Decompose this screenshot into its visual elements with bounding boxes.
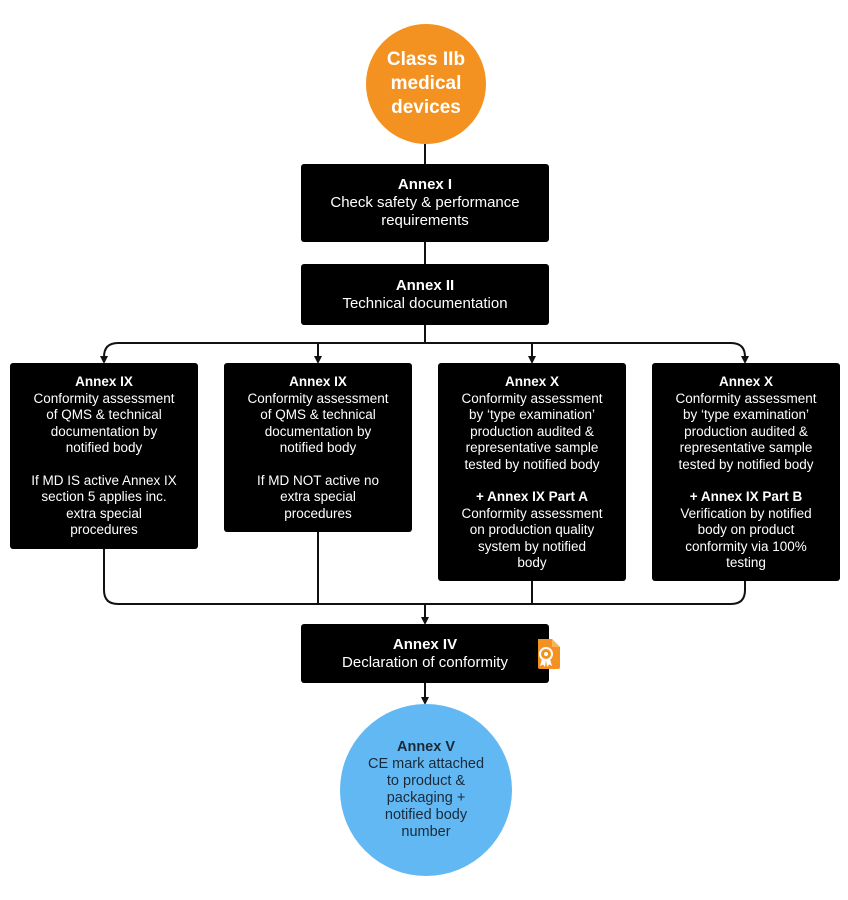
column-title: Annex IX [289,374,347,389]
annex-ix-not-active-box: Annex IX Conformity assessment of QMS & … [224,363,412,532]
start-node-class-iib: Class IIb medical devices [366,24,486,144]
column-line: documentation by [50,423,158,439]
column-line: production audited & [684,423,808,439]
column-note-line: procedures [70,522,138,537]
annex-v-line: number [401,824,451,840]
column-line: tested by notified body [464,456,600,472]
end-node-annex-v: Annex V CE mark attached to product & pa… [340,704,512,876]
annex-v-title: Annex V [396,739,455,755]
column-line: representative sample [679,440,813,455]
annex-iv-box: Annex IV Declaration of conformity [301,624,549,683]
annex-i-box: Annex I Check safety & performance requi… [301,164,549,242]
column-line: representative sample [465,440,599,455]
column-note-line: If MD NOT active no [256,472,380,488]
column-line: of QMS & technical [46,407,162,422]
certificate-document-icon [538,639,560,669]
annex-i-title: Annex I [397,176,453,193]
column-note-line: procedures [284,505,352,521]
column-line: of QMS & technical [260,407,376,422]
column-line: Conformity assessment [33,390,175,406]
annex-v-line: notified body [384,807,468,823]
annex-ii-title: Annex II [395,276,455,294]
column-note-line: extra special [280,489,356,504]
annex-v-line: packaging + [386,790,466,806]
column-note-line: extra special [66,505,142,521]
column-line: production audited & [470,423,594,439]
column-sub-line: testing [726,555,766,570]
column-line: Conformity assessment [461,390,603,406]
column-sub-line: conformity via 100% [685,538,807,554]
annex-v-line: to product & [386,773,466,789]
annex-i-line: Check safety & performance [330,194,520,211]
column-line: by ‘type examination’ [682,407,810,422]
column-line: Conformity assessment [675,390,817,406]
column-sub-line: body on product [697,522,795,537]
column-sub-title: + Annex IX Part A [476,489,588,504]
column-line: notified body [279,440,357,455]
start-line: Class IIb [386,49,466,70]
column-title: Annex IX [75,374,133,389]
column-line: Conformity assessment [247,390,389,406]
column-sub-line: system by notified [477,538,587,554]
column-line: documentation by [264,423,372,439]
column-note-line: If MD IS active Annex IX [31,472,177,488]
annex-iv-line: Declaration of conformity [342,653,508,671]
start-line: medical [390,73,462,94]
column-line: notified body [65,440,143,455]
annex-x-part-b-box: Annex X Conformity assessment by ‘type e… [652,363,840,581]
column-sub-line: Verification by notified [680,505,812,521]
column-sub-line: body [517,555,547,570]
annex-i-line: requirements [381,212,469,229]
annex-ii-box: Annex II Technical documentation [301,264,549,325]
column-line: tested by notified body [678,456,814,472]
annex-ix-active-box: Annex IX Conformity assessment of QMS & … [10,363,198,549]
annex-v-line: CE mark attached [367,756,485,772]
column-sub-title: + Annex IX Part B [689,489,803,504]
column-title: Annex X [504,374,559,389]
annex-x-part-a-box: Annex X Conformity assessment by ‘type e… [438,363,626,581]
annex-ii-line: Technical documentation [342,294,508,312]
column-note-line: section 5 applies inc. [41,489,167,504]
column-title: Annex X [718,374,773,389]
start-line: devices [391,97,461,118]
annex-iv-title: Annex IV [392,635,458,653]
column-sub-line: Conformity assessment [461,505,603,521]
column-sub-line: on production quality [469,522,595,537]
column-line: by ‘type examination’ [468,407,596,422]
